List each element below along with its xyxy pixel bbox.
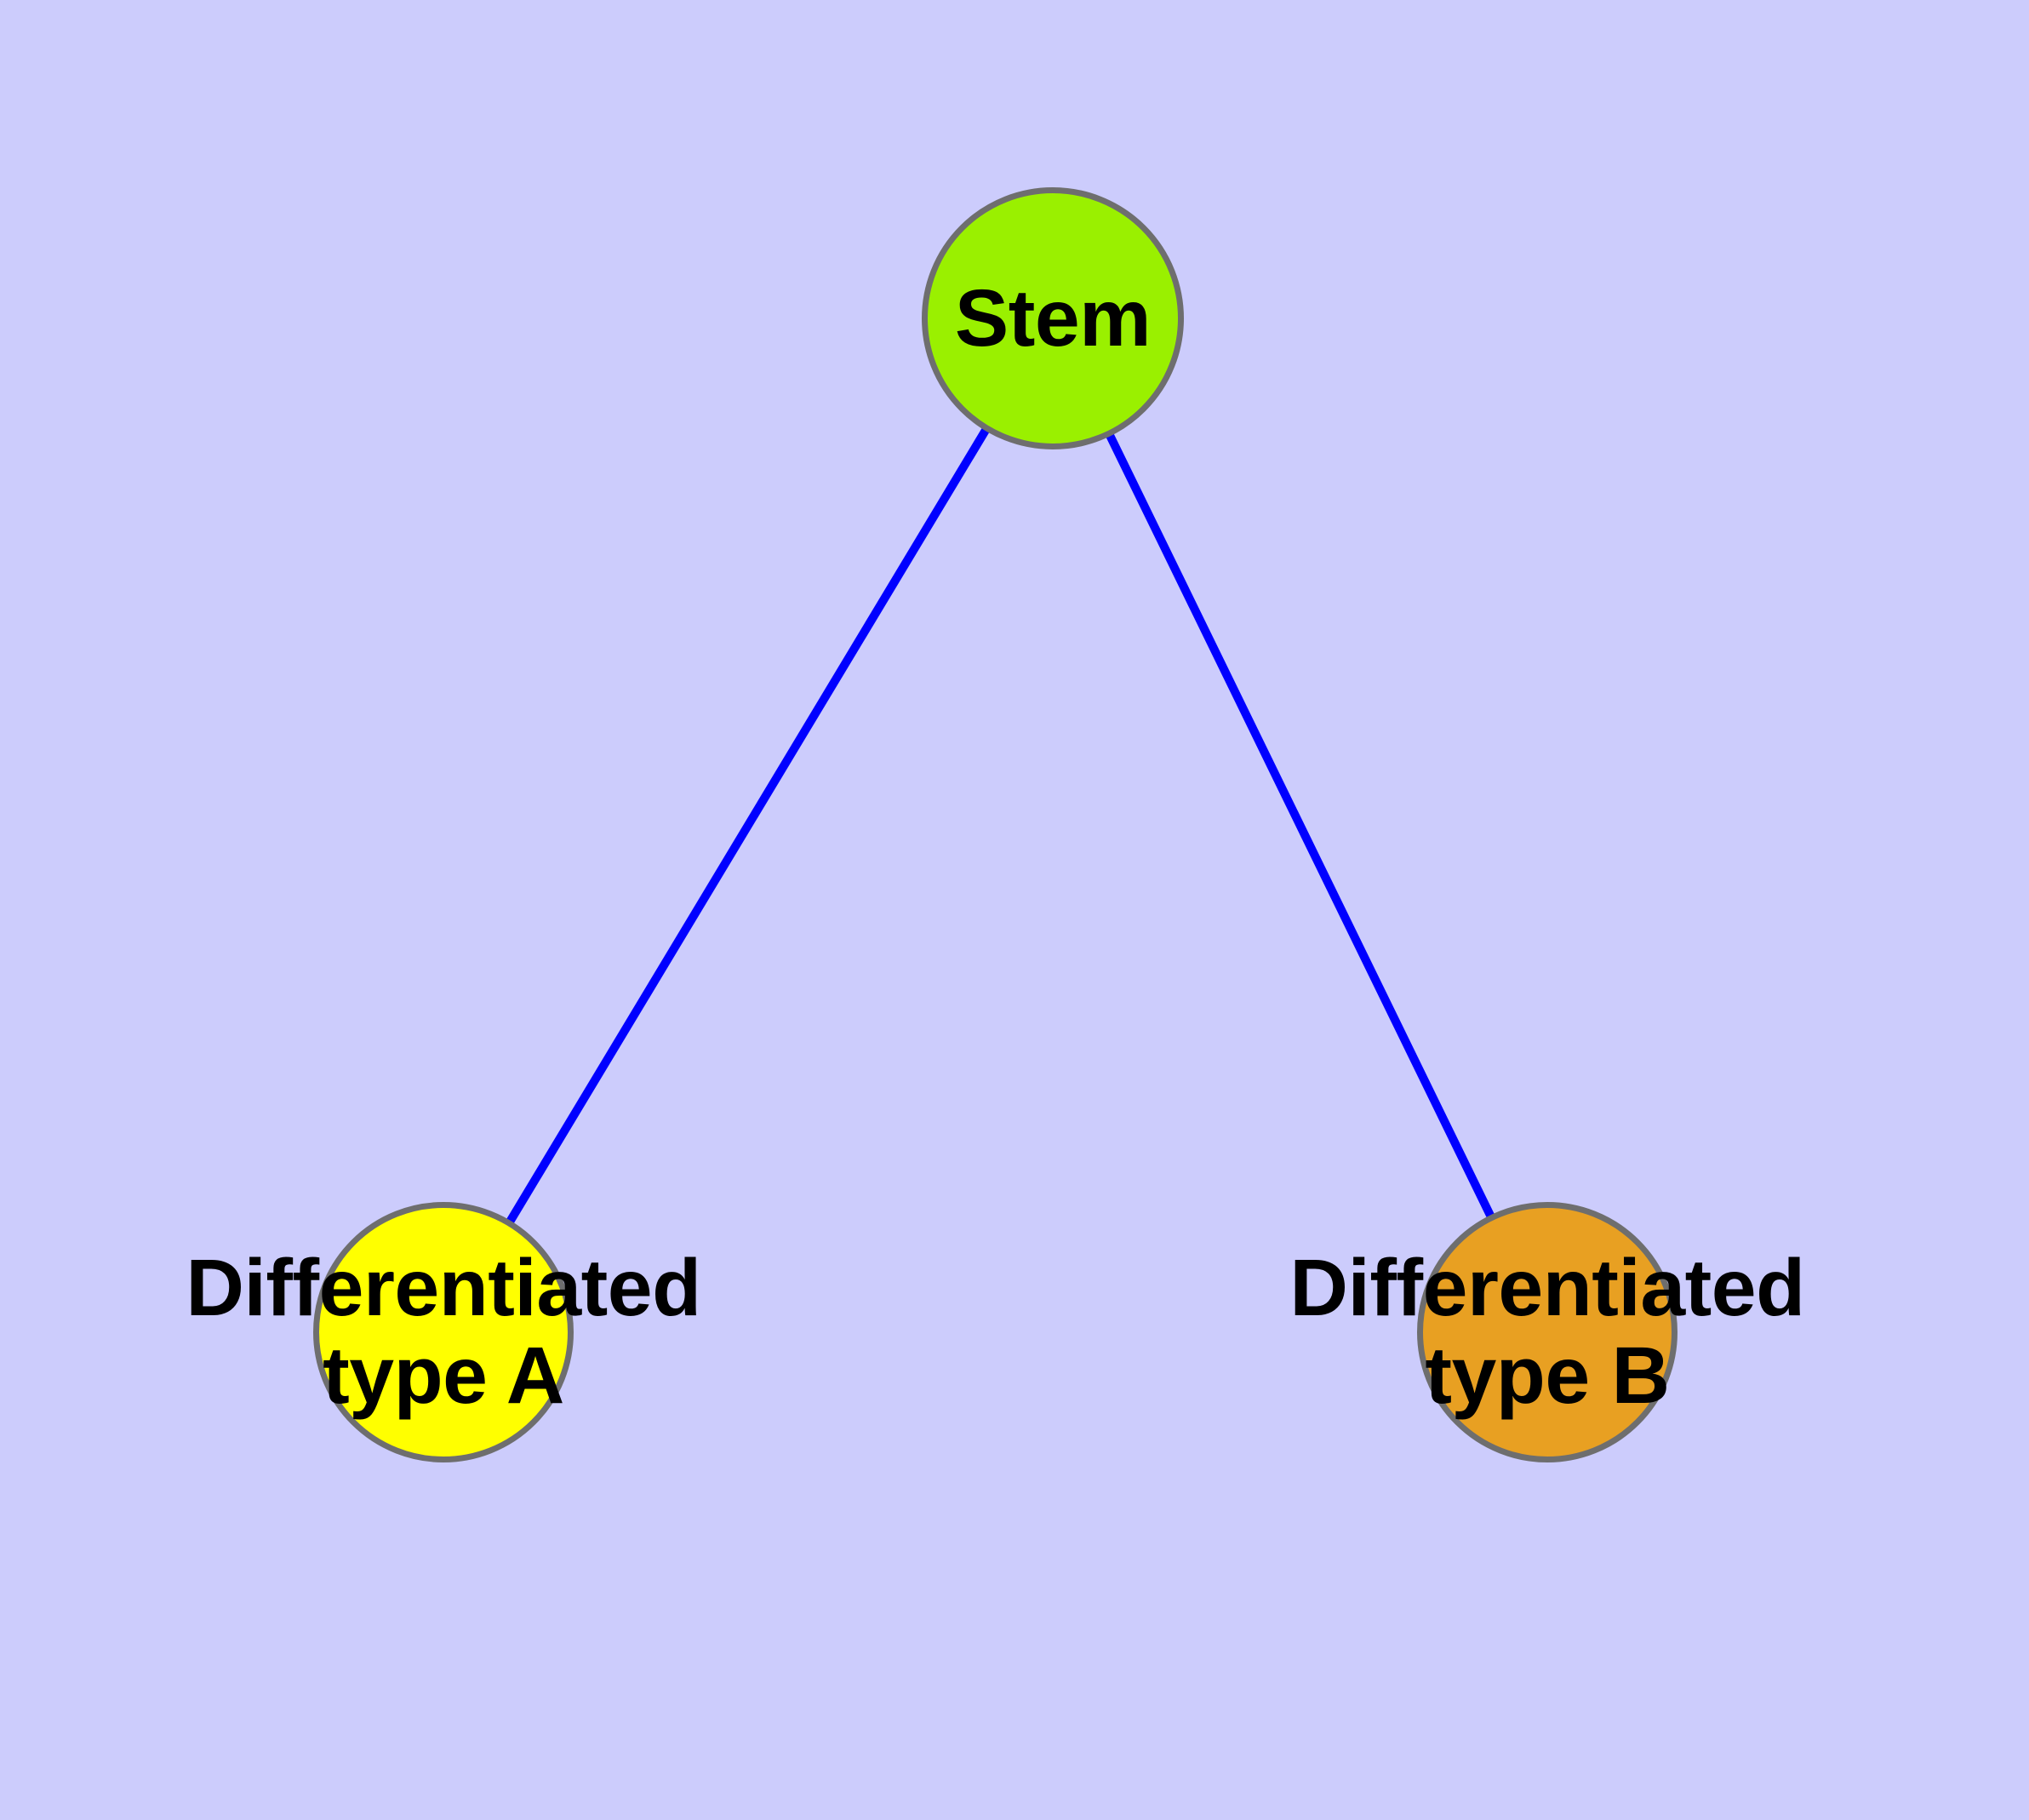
node-differentiated-type-b-label-line-1: Differentiated <box>1289 1243 1805 1334</box>
node-differentiated-type-b-circle <box>1417 1202 1677 1462</box>
edge-stem-to-diff-a <box>439 316 1057 1335</box>
node-differentiated-type-a-label: Differentiated type A <box>186 1243 701 1421</box>
node-stem-label: Stem <box>954 272 1152 363</box>
node-differentiated-type-a-label-line-1: Differentiated <box>186 1243 701 1334</box>
node-differentiated-type-a-circle <box>313 1202 574 1462</box>
node-stem-circle <box>922 187 1184 449</box>
edge-stem-to-diff-b <box>1049 316 1552 1335</box>
node-differentiated-type-a-label-line-2: type A <box>323 1331 564 1421</box>
node-stem-label-line-1: Stem <box>954 272 1152 363</box>
node-stem[interactable]: Stem <box>922 187 1184 449</box>
node-differentiated-type-b-label-line-2: type B <box>1425 1331 1670 1421</box>
node-differentiated-type-a[interactable]: Differentiated type A <box>186 1202 701 1462</box>
node-differentiated-type-b-label: Differentiated type B <box>1289 1243 1805 1421</box>
node-differentiated-type-b[interactable]: Differentiated type B <box>1289 1202 1805 1462</box>
